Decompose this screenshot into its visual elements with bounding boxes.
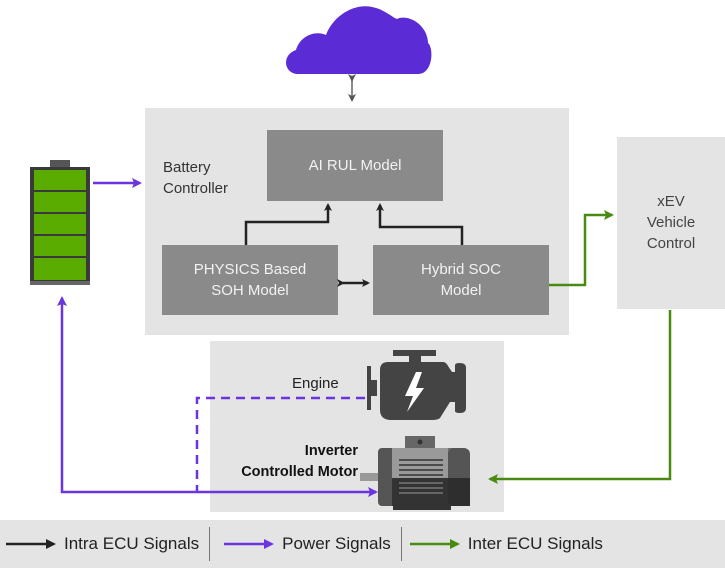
physics-model-label-line1: PHYSICS Based <box>193 261 307 278</box>
battery-cell <box>34 192 86 212</box>
ai-rul-model-box[interactable]: AI RUL Model <box>267 130 443 201</box>
battery-controller-label: Battery Controller <box>163 157 228 199</box>
motor-label-line1: Inverter <box>304 443 358 459</box>
vehicle-control-line1: xEV <box>657 193 685 210</box>
motor-label-line2: Controlled Motor <box>241 464 358 480</box>
legend-label-intra: Intra ECU Signals <box>64 534 200 553</box>
legend-item-power: Power Signals <box>210 520 401 568</box>
legend: Intra ECU Signals Power Signals Inter EC… <box>0 520 725 568</box>
black-arrow-icon <box>6 539 56 549</box>
engine-label: Engine <box>292 375 339 392</box>
battery-controller-label-line2: Controller <box>163 180 229 197</box>
vehicle-control-label: xEV Vehicle Control <box>617 191 725 254</box>
battery-controller-label-line1: Battery <box>163 159 211 176</box>
physics-soh-model-box[interactable]: PHYSICS Based SOH Model <box>162 245 338 315</box>
physics-model-label-line2: SOH Model <box>211 282 289 299</box>
vehicle-control-panel <box>617 137 725 309</box>
legend-item-inter: Inter ECU Signals <box>402 520 613 568</box>
cloud-icon <box>286 6 432 74</box>
battery-icon <box>30 160 90 285</box>
purple-arrow-icon <box>224 539 275 549</box>
motor-label: Inverter Controlled Motor <box>218 441 358 483</box>
legend-label-power: Power Signals <box>282 534 391 553</box>
hybrid-soc-label-line2: Model <box>440 282 482 299</box>
battery-cell <box>34 258 86 280</box>
battery-cell <box>34 236 86 256</box>
inter-arrow-vehicle-to-motor <box>488 310 672 484</box>
legend-divider <box>400 527 402 561</box>
legend-divider <box>209 527 211 561</box>
ai-rul-model-label: AI RUL Model <box>308 157 402 174</box>
battery-cell <box>34 214 86 234</box>
legend-label-inter: Inter ECU Signals <box>467 534 603 553</box>
hybrid-soc-model-box[interactable]: Hybrid SOC Model <box>373 245 549 315</box>
powertrain-panel <box>210 341 504 512</box>
green-arrow-icon <box>409 539 460 549</box>
battery-cell <box>34 170 86 190</box>
vehicle-control-line2: Vehicle <box>646 214 696 231</box>
legend-item-intra: Intra ECU Signals <box>0 520 209 568</box>
vehicle-control-line3: Control <box>646 235 696 252</box>
hybrid-soc-label-line1: Hybrid SOC <box>420 261 502 278</box>
